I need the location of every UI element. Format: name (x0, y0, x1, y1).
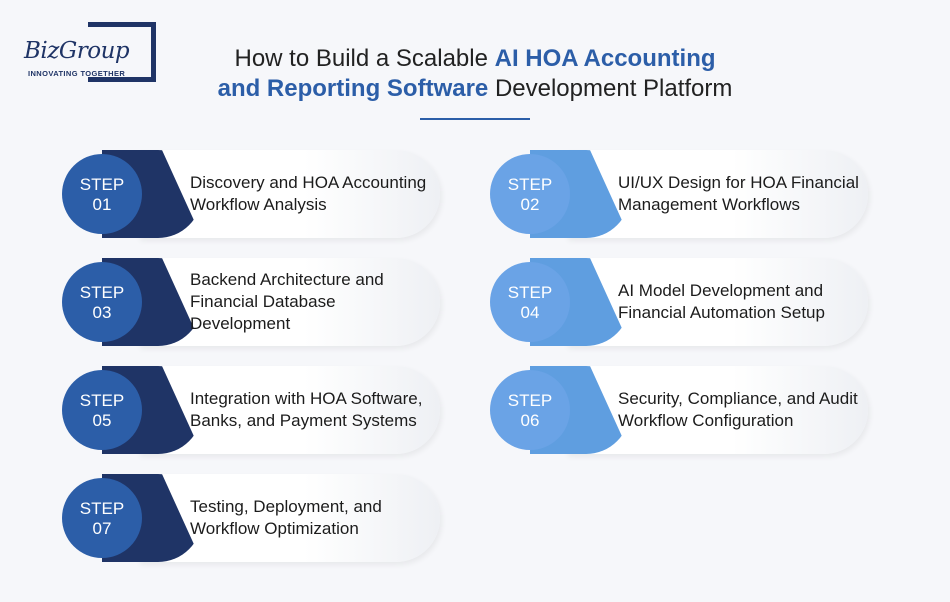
step-label: AI Model Development and Financial Autom… (618, 281, 825, 322)
step-label: Testing, Deployment, and Workflow Optimi… (190, 497, 382, 538)
step-number: 05 (92, 411, 112, 430)
step-word: STEP (79, 391, 125, 410)
step-word: STEP (79, 283, 125, 302)
step-word: STEP (79, 175, 125, 194)
step-badge: STEP 04 (490, 262, 570, 342)
title-part-1: How to Build a Scalable (234, 45, 495, 72)
logo-tagline: INNOVATING TOGETHER (28, 69, 126, 78)
step-word: STEP (507, 175, 553, 194)
step-badge: STEP 01 (62, 154, 142, 234)
step-label: Security, Compliance, and Audit Workflow… (618, 389, 858, 430)
step-card-03: STEP 03 Backend Architecture and Financi… (62, 258, 440, 346)
step-badge: STEP 02 (490, 154, 570, 234)
step-number: 01 (92, 195, 112, 214)
step-card-06: STEP 06 Security, Compliance, and Audit … (490, 366, 868, 454)
step-number: 04 (520, 303, 540, 322)
step-card-04: STEP 04 AI Model Development and Financi… (490, 258, 868, 346)
title-underline (420, 118, 530, 120)
logo-wordmark: BizGroup (24, 38, 132, 64)
step-card-02: STEP 02 UI/UX Design for HOA Financial M… (490, 150, 868, 238)
page-title: How to Build a Scalable AI HOA Accountin… (150, 44, 800, 104)
title-highlight-2: and Reporting Software (217, 75, 489, 102)
logo: BizGroup INNOVATING TOGETHER (22, 22, 157, 84)
step-number: 03 (92, 303, 112, 322)
logo-frame (88, 22, 156, 82)
step-label: Backend Architecture and Financial Datab… (190, 270, 384, 333)
step-badge: STEP 05 (62, 370, 142, 450)
step-number: 06 (520, 411, 540, 430)
step-badge: STEP 07 (62, 478, 142, 558)
step-card-07: STEP 07 Testing, Deployment, and Workflo… (62, 474, 440, 562)
step-label: Integration with HOA Software, Banks, an… (190, 389, 423, 430)
step-badge: STEP 06 (490, 370, 570, 450)
step-card-05: STEP 05 Integration with HOA Software, B… (62, 366, 440, 454)
step-card-01: STEP 01 Discovery and HOA Accounting Wor… (62, 150, 440, 238)
title-part-2: Development Platform (488, 75, 733, 102)
step-word: STEP (79, 499, 125, 518)
step-badge: STEP 03 (62, 262, 142, 342)
step-label: Discovery and HOA Accounting Workflow An… (190, 173, 427, 214)
title-highlight-1: AI HOA Accounting (494, 45, 716, 72)
step-word: STEP (507, 283, 553, 302)
step-number: 02 (520, 195, 540, 214)
step-label: UI/UX Design for HOA Financial Managemen… (618, 173, 859, 214)
step-number: 07 (92, 519, 112, 538)
step-word: STEP (507, 391, 553, 410)
